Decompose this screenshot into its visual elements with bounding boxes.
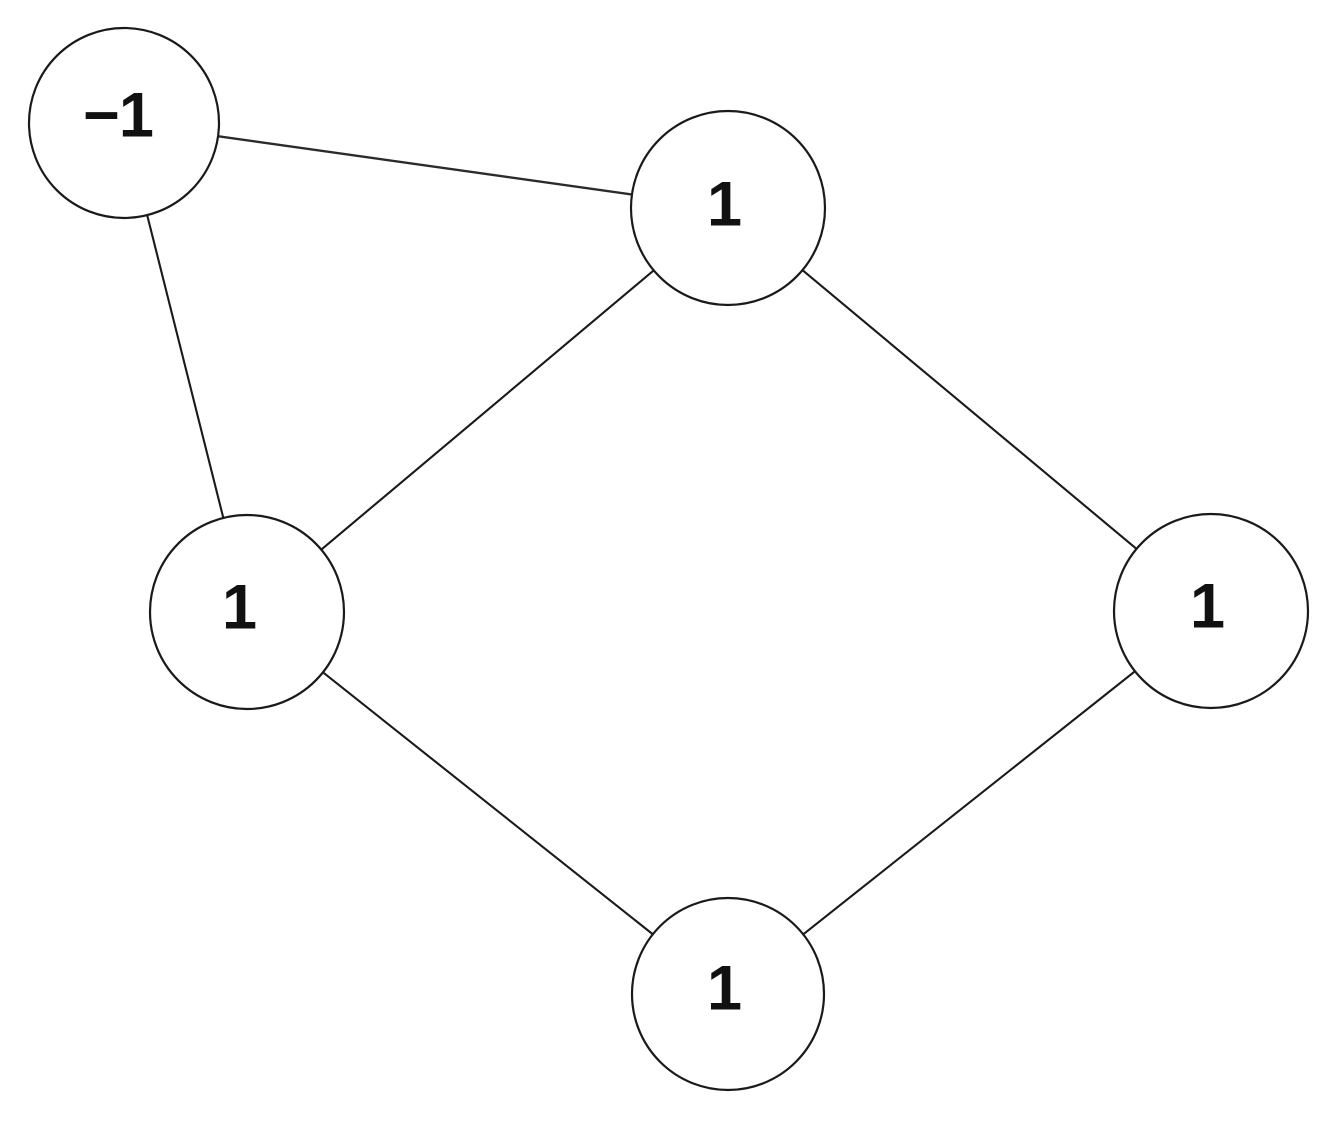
node-circle-n4[interactable]	[630, 896, 826, 1092]
graph-node-n2[interactable]: 1	[148, 513, 346, 711]
node-circle-n2[interactable]	[148, 513, 346, 711]
graph-edge-n2-n4[interactable]	[245, 610, 730, 996]
graph-node-n4[interactable]: 1	[630, 896, 826, 1092]
node-circle-n0[interactable]	[27, 26, 221, 220]
node-label-n1: 1	[707, 170, 741, 240]
graph-node-n3[interactable]: 1	[1112, 512, 1310, 710]
graph-edge-n1-n3[interactable]	[726, 206, 1213, 613]
node-circle-n1[interactable]	[629, 109, 827, 307]
node-label-n4: 1	[707, 954, 741, 1024]
node-label-n0: −1	[83, 81, 153, 151]
graph-edge-n0-n1[interactable]	[122, 121, 730, 210]
graph-node-n1[interactable]: 1	[629, 109, 827, 307]
node-label-n3: 1	[1190, 572, 1224, 642]
node-layer: −1 1 1 1 1	[27, 26, 1310, 1092]
node-label-n2: 1	[222, 573, 256, 643]
node-circle-n3[interactable]	[1112, 512, 1310, 710]
graph-edge-n2-n1[interactable]	[245, 206, 730, 614]
graph-node-n0[interactable]: −1	[27, 26, 221, 220]
graph-edge-n4-n3[interactable]	[726, 609, 1213, 996]
